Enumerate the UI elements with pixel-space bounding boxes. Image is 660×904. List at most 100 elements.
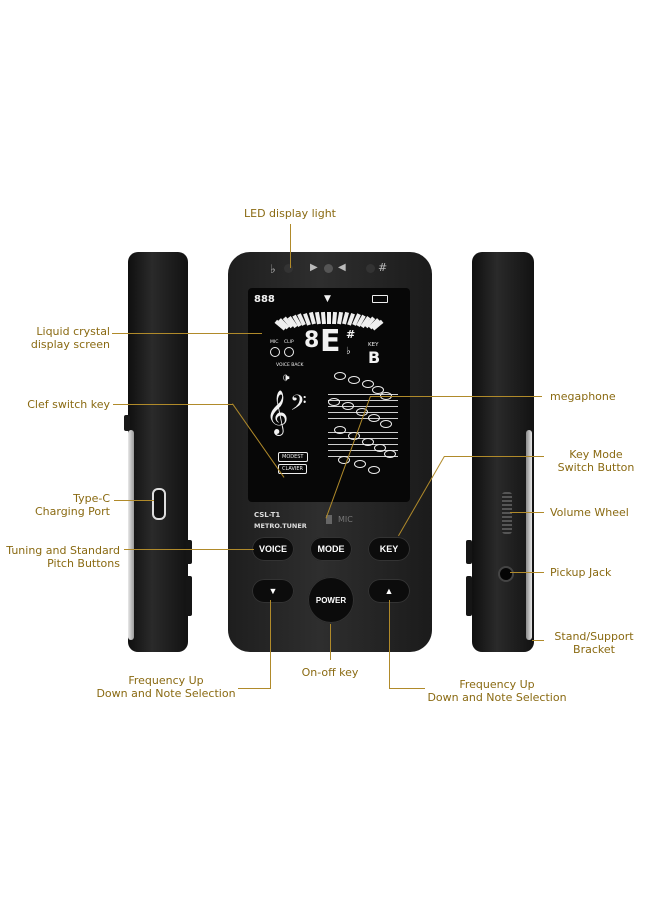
led-sharp-icon: # [378, 261, 388, 274]
left-side-button-upper[interactable] [186, 540, 192, 564]
led-line [290, 224, 291, 268]
lcd-clavier-badge: CLAVIER [278, 464, 308, 474]
bass-clef-icon: 𝄢 [290, 391, 307, 421]
lcd-flat: ♭ [346, 346, 351, 357]
staff-area [268, 372, 398, 482]
stand-bracket-stripe [526, 430, 532, 640]
callout-tuning: Tuning and Standard Pitch Buttons [0, 544, 120, 570]
led-strip: ♭ ▶ ◀ # [264, 260, 396, 280]
staff-line [328, 406, 398, 407]
battery-icon [372, 295, 388, 303]
mode-button[interactable]: MODE [310, 537, 352, 561]
lcd-modest-badge: MODEST [278, 452, 308, 462]
tuning-arc-segment [320, 311, 326, 325]
callout-clef: Clef switch key [27, 398, 110, 411]
key-button[interactable]: KEY [368, 537, 410, 561]
note-icon [334, 426, 346, 434]
left-side-button-lower[interactable] [186, 576, 192, 616]
callout-keymode-line1: Key Mode [569, 448, 623, 461]
note-icon [368, 414, 380, 422]
led-reverse-icon: ◀ [338, 262, 346, 273]
led-flat-icon: ♭ [270, 262, 276, 276]
lcd-mic-icon [270, 347, 280, 357]
callout-freq-left-line2: Down and Note Selection [96, 687, 236, 700]
callout-stand-line1: Stand/Support [554, 630, 634, 643]
callout-freq-right-line2: Down and Note Selection [427, 691, 567, 704]
lcd-clip-label: CLIP [284, 340, 294, 345]
note-icon [342, 402, 354, 410]
volume-wheel[interactable] [502, 492, 512, 534]
lcd-note-letter: E [320, 324, 341, 359]
led-light-left [284, 264, 293, 273]
lcd-big-digit: 8 [304, 328, 320, 353]
led-play-icon: ▶ [310, 262, 318, 273]
note-icon [374, 444, 386, 452]
callout-led: LED display light [244, 207, 336, 220]
onoff-line [330, 624, 331, 660]
clef-line-h [113, 404, 233, 405]
mega-line-h [370, 396, 542, 397]
note-icon [354, 460, 366, 468]
callout-volume: Volume Wheel [550, 506, 629, 519]
lcd-clip-icon [284, 347, 294, 357]
note-icon [368, 466, 380, 474]
lcd-sharp: # [346, 328, 356, 341]
note-icon [328, 398, 340, 406]
note-icon [362, 438, 374, 446]
staff-line [328, 456, 398, 457]
needle-pointer-icon: ▼ [324, 294, 331, 304]
typec-line [114, 500, 154, 501]
freq-left-line-v [270, 600, 271, 688]
up-arrow-icon: ▲ [384, 586, 394, 596]
down-button[interactable]: ▼ [252, 579, 294, 603]
callout-freq-right-line1: Frequency Up [459, 678, 535, 691]
volume-line [510, 512, 544, 513]
speaker-icon: 🕩 [282, 370, 290, 384]
pickup-line [510, 572, 544, 573]
note-icon [338, 456, 350, 464]
note-icon [380, 420, 392, 428]
lcd-top-digits: 888 [254, 294, 275, 305]
callout-tuning-line2: Pitch Buttons [47, 557, 120, 570]
left-side-edge-stripe [128, 430, 134, 640]
lcd-line [112, 333, 262, 334]
down-arrow-icon: ▼ [268, 586, 278, 596]
type-c-port[interactable] [152, 488, 166, 520]
tuning-arc-segment [327, 312, 331, 324]
callout-lcd-line2: display screen [30, 338, 110, 351]
mic-hole-icon [326, 515, 332, 524]
voice-button[interactable]: VOICE [252, 537, 294, 561]
left-side-view [128, 252, 188, 652]
lcd-voice-back: VOICE BACK [276, 363, 304, 368]
stand-line [532, 640, 544, 641]
staff-line [328, 394, 398, 395]
left-side-clip [124, 415, 130, 431]
callout-keymode-line2: Switch Button [557, 461, 635, 474]
callout-stand: Stand/Support Bracket [544, 630, 644, 656]
callout-pickup: Pickup Jack [550, 566, 612, 579]
right-side-view [472, 252, 534, 652]
lcd-screen: 888 ▼ MIC CLIP 8 E # ♭ KEY B VOICE BACK … [248, 288, 410, 502]
pickup-jack[interactable] [498, 566, 514, 582]
led-light-center [324, 264, 333, 273]
note-icon [372, 386, 384, 394]
freq-right-line-h [389, 688, 425, 689]
tuning-arc [264, 304, 394, 344]
callout-typec-line2: Charging Port [34, 505, 110, 518]
callout-typec-line1: Type-C [73, 492, 110, 505]
note-icon [334, 372, 346, 380]
treble-clef-icon: 𝄞 [266, 390, 289, 434]
callout-lcd: Liquid crystal display screen [0, 325, 110, 351]
right-side-button-lower[interactable] [466, 576, 472, 616]
lcd-key-label: KEY [368, 342, 379, 348]
callout-onoff: On-off key [301, 666, 359, 679]
power-button[interactable]: POWER [308, 577, 354, 623]
callout-stand-line2: Bracket [573, 643, 615, 656]
lcd-mic-label: MIC [270, 340, 279, 345]
right-side-button-upper[interactable] [466, 540, 472, 564]
mic-mark: MIC [338, 515, 353, 524]
callout-freq-right: Frequency Up Down and Note Selection [427, 678, 567, 704]
staff-line [328, 418, 398, 419]
callout-freq-left-line1: Frequency Up [128, 674, 204, 687]
up-button[interactable]: ▲ [368, 579, 410, 603]
